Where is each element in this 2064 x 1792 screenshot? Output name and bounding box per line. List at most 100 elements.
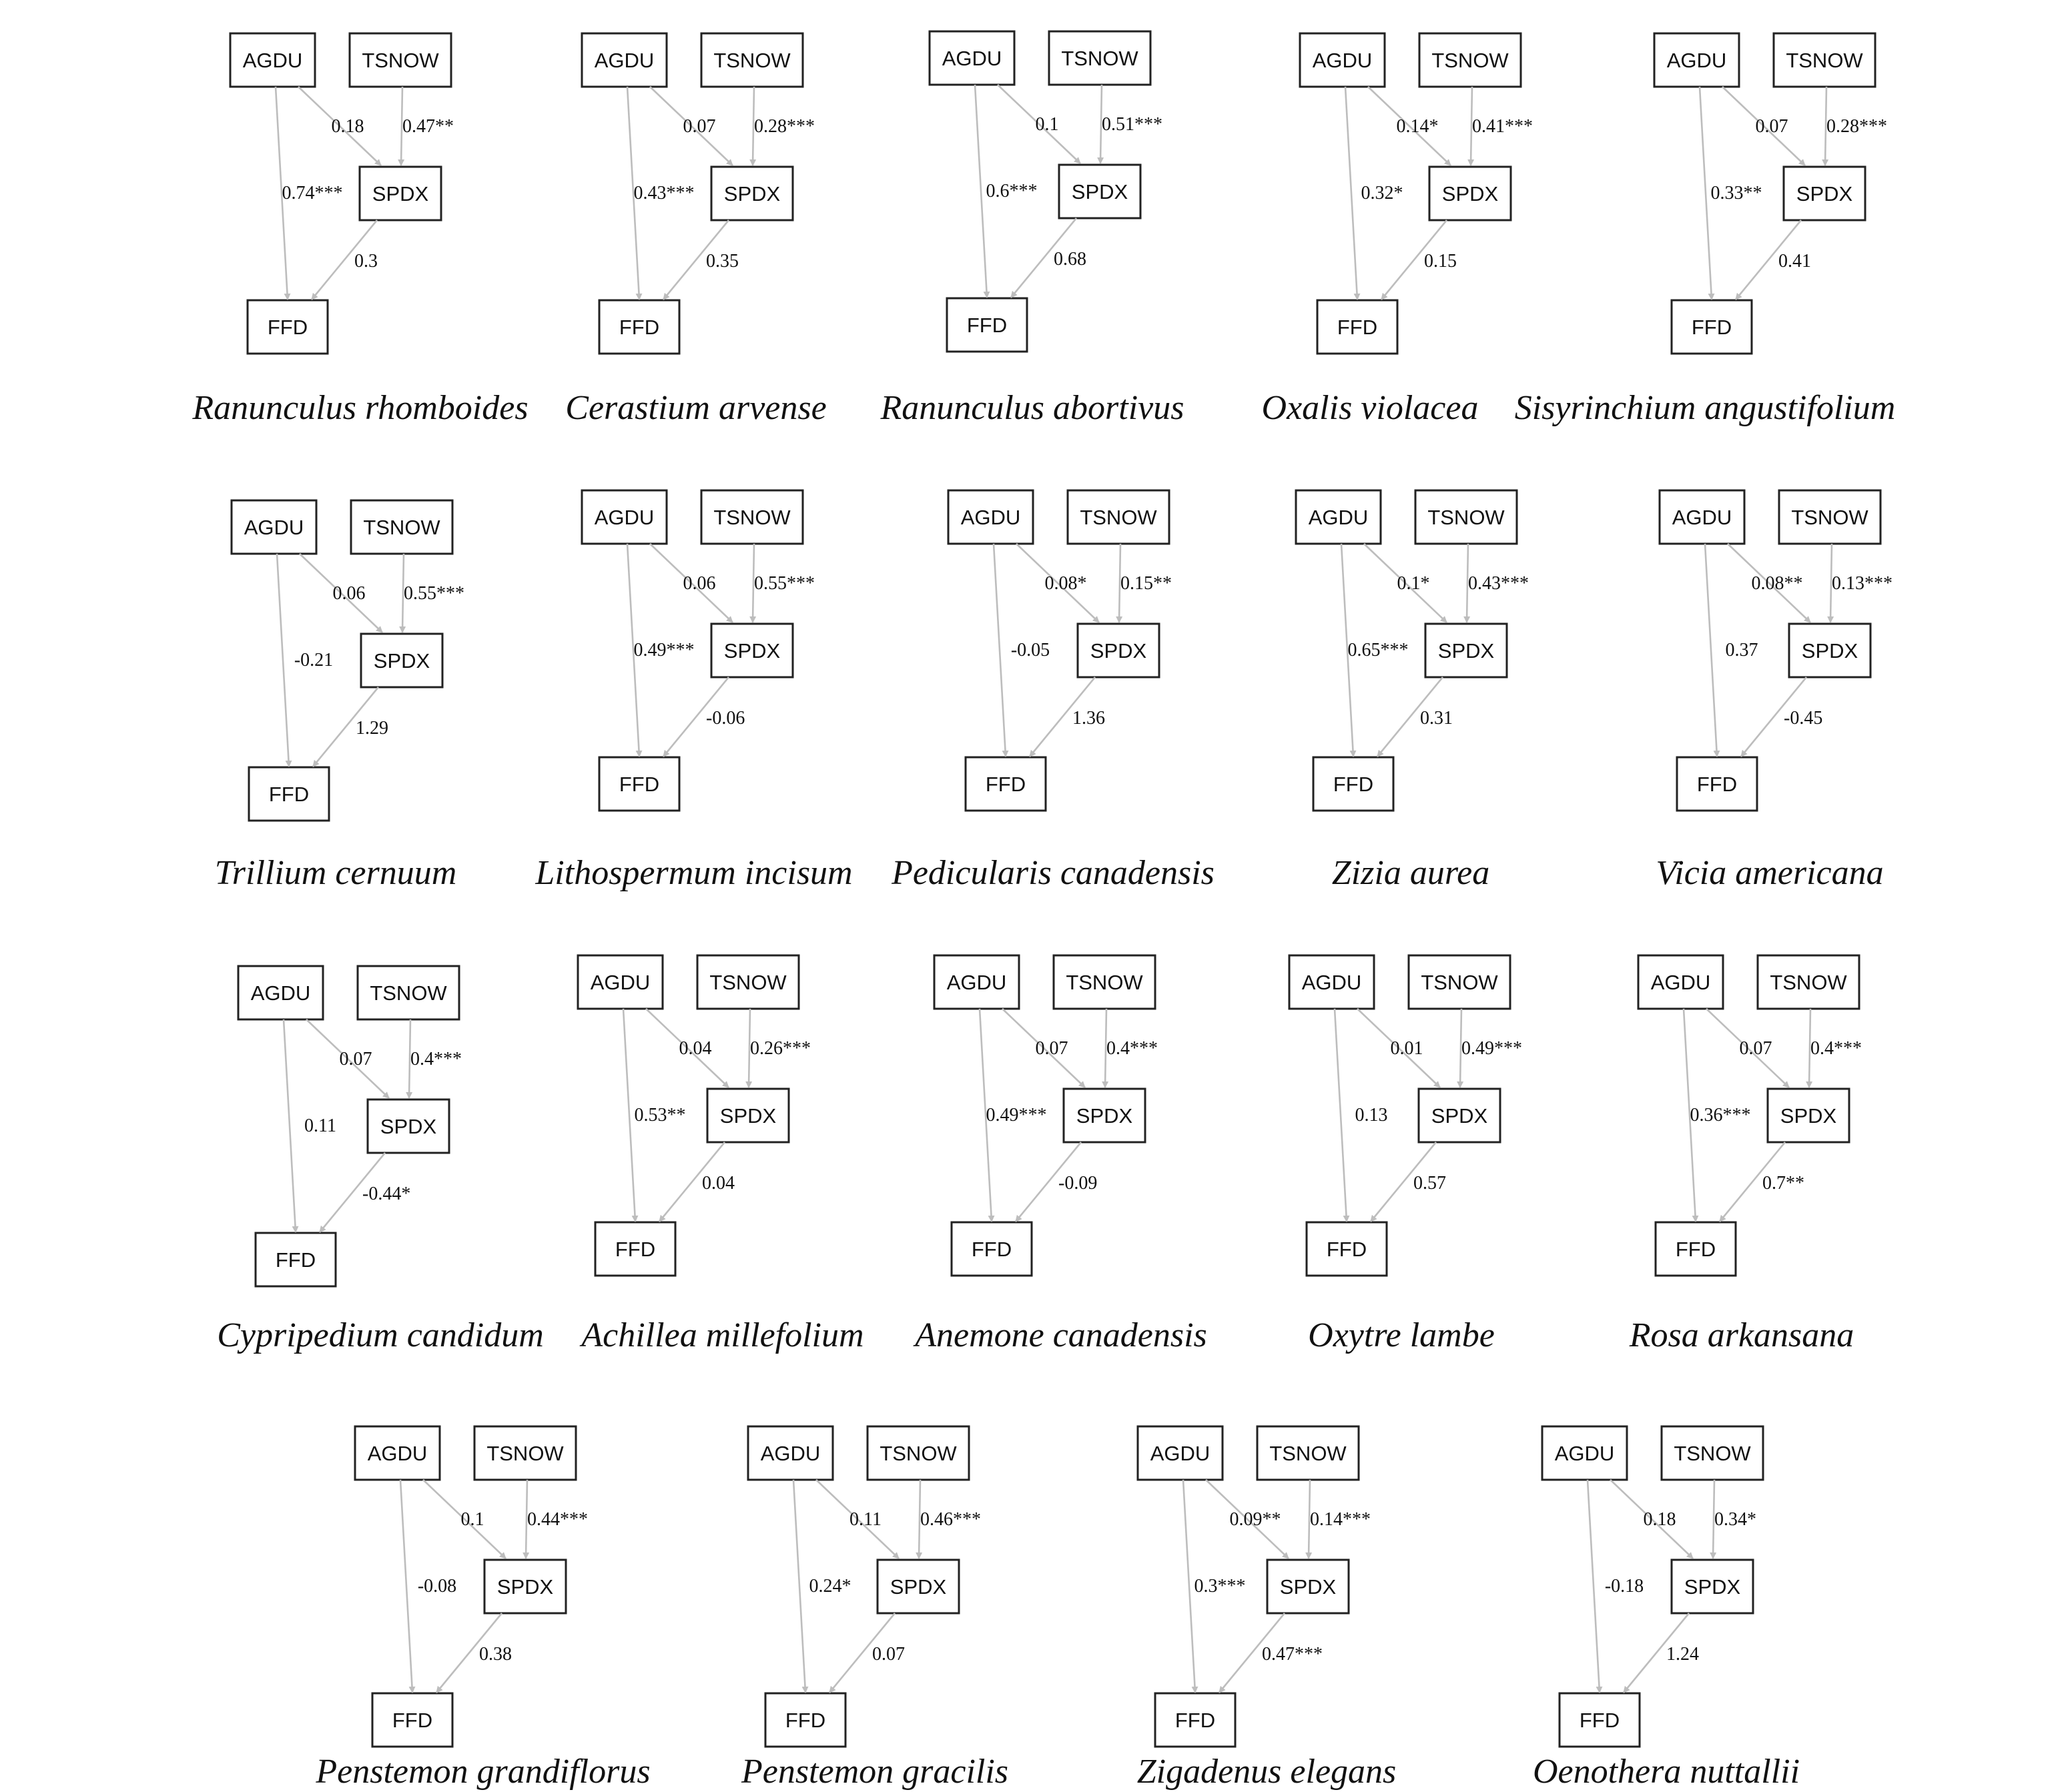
ffd-node-box [1305, 1221, 1388, 1277]
edge-agdu-ffd [1344, 86, 1361, 300]
tsnow-node: TSNOW [1048, 30, 1152, 86]
ffd-node-label: FFD [785, 1709, 825, 1732]
tsnow-node-box [350, 499, 454, 555]
tsnow-node: TSNOW [1066, 489, 1170, 545]
edge-agdu-spdx [298, 86, 382, 166]
spdx-node-box [366, 1098, 450, 1154]
species-caption: Oenothera nuttallii [1533, 1753, 1800, 1791]
ffd-node: FFD [964, 756, 1047, 812]
spdx-node: SPDX [1062, 1087, 1146, 1144]
coef-agdu-spdx: 0.07 [1036, 1038, 1068, 1059]
ffd-node: FFD [1316, 299, 1399, 355]
species-caption: Sisyrinchium angustifolium [1515, 389, 1896, 427]
ffd-node: FFD [1305, 1221, 1388, 1277]
edge-tsnow-spdx [1305, 1479, 1313, 1559]
ffd-node-box [371, 1692, 454, 1748]
ffd-node: FFD [1654, 1221, 1737, 1277]
agdu-node-label: AGDU [1651, 971, 1711, 994]
coef-spdx-ffd: 0.38 [479, 1644, 512, 1665]
spdx-node-label: SPDX [890, 1575, 947, 1599]
edge-spdx-ffd [318, 1152, 386, 1233]
agdu-node: AGDU [1299, 32, 1386, 88]
tsnow-node: TSNOW [1407, 954, 1511, 1010]
agdu-node-box [1295, 489, 1382, 545]
edge-spdx-ffd [1734, 219, 1802, 300]
spdx-node: SPDX [1788, 622, 1872, 679]
coef-tsnow-spdx: 0.4*** [1106, 1038, 1158, 1059]
coef-spdx-ffd: 0.04 [702, 1173, 735, 1194]
coef-agdu-ffd: -0.08 [418, 1576, 456, 1597]
spdx-node-label: SPDX [380, 1115, 437, 1138]
tsnow-node: TSNOW [1052, 954, 1156, 1010]
ffd-node-box [1558, 1692, 1641, 1748]
spdx-node-box [1782, 165, 1866, 221]
coef-agdu-spdx: 0.01 [1391, 1038, 1423, 1059]
coef-agdu-spdx: 0.1 [461, 1509, 484, 1530]
tsnow-node: TSNOW [700, 489, 804, 545]
edge-agdu-ffd [1682, 1008, 1699, 1222]
coef-tsnow-spdx: 0.46*** [920, 1509, 981, 1530]
tsnow-node: TSNOW [348, 32, 452, 88]
agdu-node-box [1653, 32, 1740, 88]
edge-agdu-ffd [399, 1479, 416, 1693]
coef-tsnow-spdx: 0.55*** [754, 573, 815, 594]
agdu-node: AGDU [1653, 32, 1740, 88]
tsnow-node-box [1660, 1425, 1764, 1481]
ffd-node: FFD [371, 1692, 454, 1748]
species-caption: Oxalis violacea [1262, 389, 1479, 427]
edge-spdx-ffd [1014, 1142, 1082, 1222]
spdx-node-label: SPDX [720, 1104, 777, 1128]
edge-tsnow-spdx [916, 1479, 923, 1559]
species-caption: Penstemon gracilis [741, 1753, 1008, 1791]
coef-spdx-ffd: -0.06 [706, 708, 745, 729]
edge-spdx-ffd [658, 1142, 726, 1222]
spdx-node-label: SPDX [1438, 639, 1495, 662]
edge-tsnow-spdx [1710, 1479, 1717, 1559]
tsnow-node-label: TSNOW [363, 516, 440, 539]
edge-spdx-ffd [310, 219, 378, 300]
edge-agdu-ffd [274, 86, 291, 300]
coef-agdu-spdx: 0.1 [1036, 114, 1059, 135]
edge-spdx-ffd [312, 687, 380, 767]
edge-spdx-ffd [1718, 1142, 1786, 1222]
coef-agdu-ffd: 0.37 [1726, 640, 1758, 660]
coef-agdu-ffd: 0.74*** [282, 183, 343, 203]
edge-agdu-ffd [1698, 86, 1715, 300]
tsnow-node-label: TSNOW [1066, 971, 1143, 994]
ffd-node-box [764, 1692, 847, 1748]
agdu-node: AGDU [237, 965, 324, 1021]
ffd-node-label: FFD [619, 773, 659, 796]
edge-agdu-spdx [1357, 1008, 1441, 1088]
agdu-node-box [1136, 1425, 1224, 1481]
tsnow-node: TSNOW [356, 965, 460, 1021]
agdu-node-label: AGDU [1313, 49, 1373, 72]
spdx-node-box [1058, 163, 1142, 219]
coef-spdx-ffd: 0.31 [1420, 708, 1453, 729]
ffd-node-box [964, 756, 1047, 812]
spdx-node-label: SPDX [497, 1575, 554, 1599]
coef-spdx-ffd: -0.45 [1784, 708, 1822, 729]
coef-agdu-spdx: 0.11 [849, 1509, 882, 1530]
agdu-node-box [747, 1425, 834, 1481]
spdx-node: SPDX [358, 165, 442, 221]
ffd-node-box [598, 756, 681, 812]
edge-agdu-spdx [997, 84, 1081, 164]
spdx-node-box [1788, 622, 1872, 679]
edge-spdx-ffd [1622, 1613, 1690, 1693]
coef-tsnow-spdx: 0.4*** [410, 1049, 462, 1069]
tsnow-node-label: TSNOW [1770, 971, 1847, 994]
ffd-node: FFD [764, 1692, 847, 1748]
species-caption: Rosa arkansana [1629, 1316, 1854, 1354]
agdu-node: AGDU [1541, 1425, 1628, 1481]
ffd-node: FFD [246, 299, 329, 355]
species-caption: Ranunculus rhomboides [192, 389, 528, 427]
spdx-node-box [1424, 622, 1508, 679]
spdx-node-label: SPDX [1076, 1104, 1133, 1128]
